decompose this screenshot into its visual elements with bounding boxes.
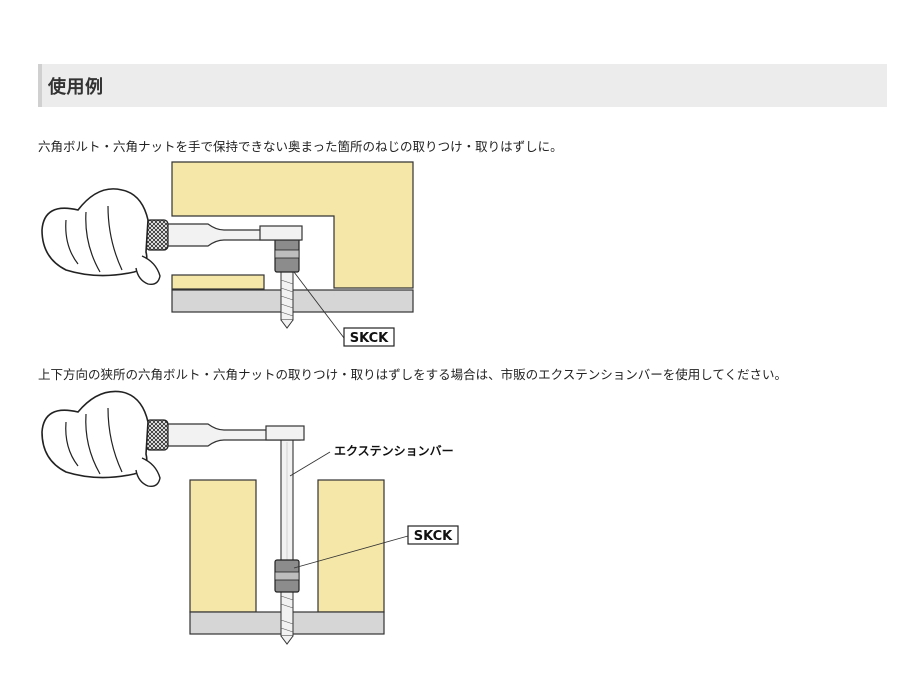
hand <box>41 390 149 479</box>
leader-line <box>293 535 409 569</box>
hand <box>41 188 149 277</box>
example-1-caption: 六角ボルト・六角ナットを手で保持できない奥まった箇所のねじの取りつけ・取りはずし… <box>38 139 563 154</box>
wall-block <box>171 161 414 289</box>
leader-line <box>293 271 345 339</box>
example-2-illustration: エクステンションバー SKCK <box>38 390 468 650</box>
example-2-caption: 上下方向の狭所の六角ボルト・六角ナットの取りつけ・取りはずしをする場合は、市販の… <box>38 367 788 382</box>
product-label-box <box>343 327 395 347</box>
knurled-grip <box>145 419 169 451</box>
product-label: SKCK <box>350 331 389 346</box>
section-header: 使用例 <box>38 64 887 107</box>
product-label-box <box>407 525 459 545</box>
lower-wall <box>171 274 265 290</box>
extension-label: エクステンションバー <box>334 444 454 458</box>
example-1-illustration: SKCK <box>38 160 418 350</box>
right-wall <box>317 479 385 613</box>
left-wall <box>189 479 257 613</box>
extension-leader-line <box>289 451 331 477</box>
knurled-grip <box>145 219 169 251</box>
section-title: 使用例 <box>48 77 104 98</box>
product-label: SKCK <box>414 529 453 544</box>
section-header-accent <box>38 64 42 107</box>
